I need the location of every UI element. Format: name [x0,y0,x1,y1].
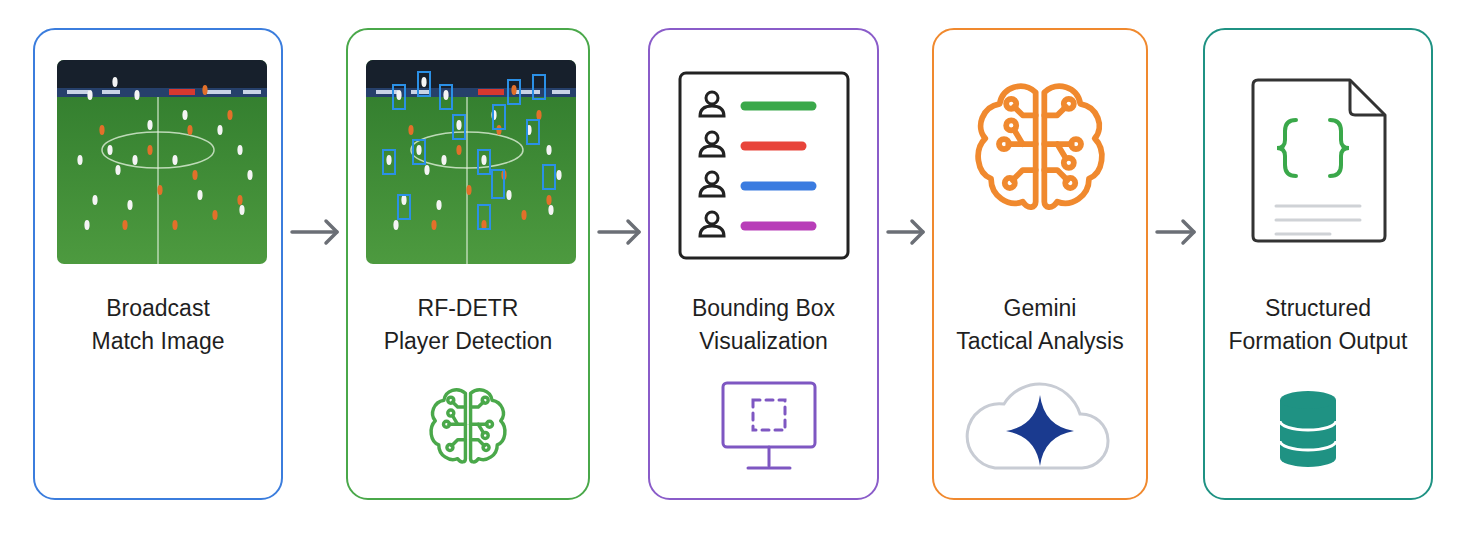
database-icon [1280,391,1336,467]
arrow-head [326,221,337,243]
panel-label: Broadcast Match Image [35,292,281,358]
detection-image [366,60,576,264]
label-line: Tactical Analysis [934,325,1146,358]
match-image [57,60,267,264]
flow-arrow [599,221,639,243]
detection-boxes [383,72,555,229]
label-line: Visualization [650,325,877,358]
panel-label: Bounding Box Visualization [650,292,877,358]
label-line: Broadcast [35,292,281,325]
process-panel: Broadcast Match Image [33,28,283,500]
flow-arrow [292,221,337,243]
arrow-line [1157,230,1194,234]
panel-label: Gemini Tactical Analysis [934,292,1146,358]
process-panel: Structured Formation Output [1203,28,1433,500]
list-icon [680,73,848,258]
label-line: Structured [1205,292,1431,325]
flow-arrow [888,221,923,243]
label-line: Formation Output [1205,325,1431,358]
arrow-line [888,230,923,234]
label-line: RF-DETR [348,292,588,325]
arrow-line [599,230,639,234]
document-icon [1253,80,1385,241]
analysis-icon [978,86,1102,207]
model-icon [431,390,505,462]
process-panel: RF-DETR Player Detection [346,28,590,500]
arrow-line [292,230,337,234]
flow-arrow [1157,221,1194,243]
label-line: Match Image [35,325,281,358]
process-panel: Bounding Box Visualization [648,28,879,500]
arrow-head [628,221,639,243]
cloud-icon [967,384,1108,468]
label-line: Bounding Box [650,292,877,325]
label-line: Gemini [934,292,1146,325]
panel-label: Structured Formation Output [1205,292,1431,358]
label-line: Player Detection [348,325,588,358]
arrow-head [1183,221,1194,243]
arrow-head [912,221,923,243]
monitor-icon [723,383,815,468]
panel-label: RF-DETR Player Detection [348,292,588,358]
process-panel: Gemini Tactical Analysis [932,28,1148,500]
